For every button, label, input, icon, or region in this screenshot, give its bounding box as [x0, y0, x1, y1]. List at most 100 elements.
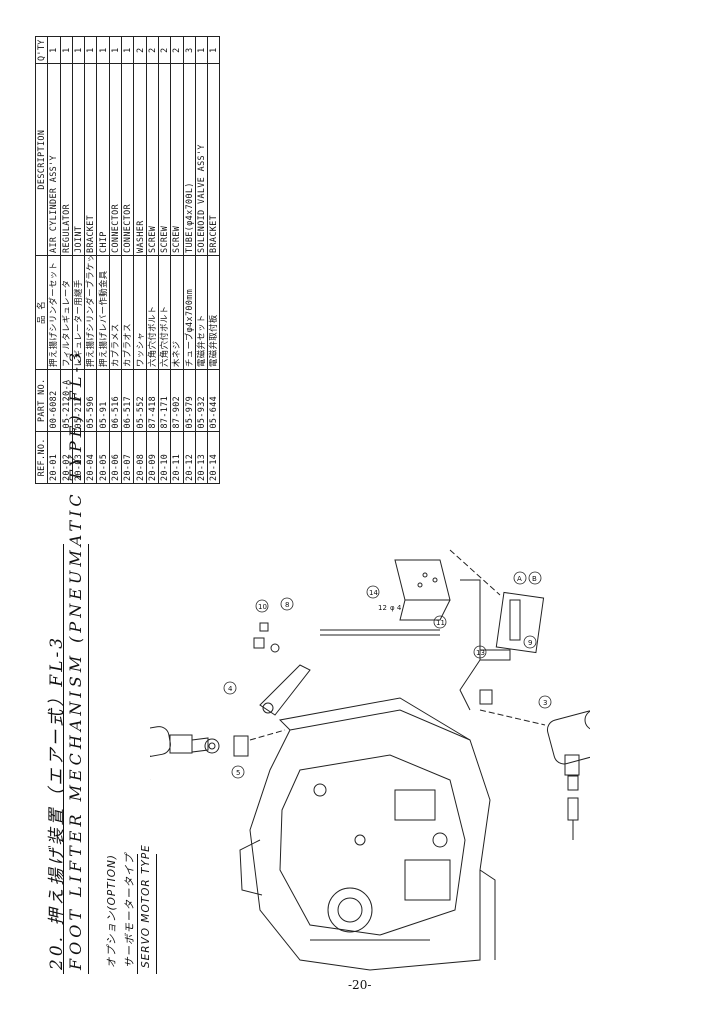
cell-description: JOINT — [72, 63, 85, 256]
svg-text:8: 8 — [285, 601, 289, 609]
title-rule — [63, 544, 64, 974]
svg-text:A: A — [517, 575, 522, 583]
assembly-guide-line — [479, 709, 546, 726]
cylinder-bracket — [259, 664, 311, 716]
callout-4: 4 — [223, 681, 237, 695]
svg-text:10: 10 — [258, 603, 267, 611]
callout-8: 8 — [280, 597, 294, 611]
servo-label-jp: サーボモータータイプ — [124, 853, 136, 968]
svg-text:3: 3 — [543, 699, 547, 707]
cell-description: REGULATOR — [60, 63, 73, 256]
header-qty: Q'TY — [35, 36, 48, 64]
section-title-en: FOOT LIFTER MECHANISM (PNEUMATIC TYPE) F… — [66, 348, 85, 970]
page-number: -20- — [348, 978, 372, 992]
cell-description: WASHER — [133, 63, 147, 256]
cell-qty: 2 — [170, 36, 184, 64]
cell-qty: 2 — [146, 36, 159, 64]
cell-ref-no: 20-06 — [109, 431, 122, 484]
cell-qty: 2 — [158, 36, 171, 64]
cell-description: TUBE(φ4x700L) — [183, 63, 196, 256]
cell-ref-no: 20-10 — [158, 431, 171, 484]
cell-ref-no: 20-04 — [84, 431, 97, 484]
cell-jp-name: 六角穴付ボルト — [146, 255, 159, 370]
cell-jp-name: カプラメス — [109, 255, 122, 370]
callout-11: 11 — [433, 615, 447, 629]
cell-ref-no: 20-12 — [183, 431, 196, 484]
cell-qty: 1 — [121, 36, 134, 64]
cell-part-no: 05-979 — [183, 369, 196, 432]
screws-and-washers — [253, 622, 280, 653]
svg-text:14: 14 — [369, 589, 378, 597]
cell-description: CONNECTOR — [109, 63, 122, 256]
cell-qty: 1 — [96, 36, 110, 64]
svg-text:12: 12 — [378, 604, 387, 612]
cell-description: CONNECTOR — [121, 63, 134, 256]
air-tube — [320, 579, 481, 711]
cell-part-no: 05-552 — [133, 369, 147, 432]
cell-qty: 1 — [195, 36, 208, 64]
valve-mounting-bracket — [394, 559, 451, 621]
cell-jp-name: 電磁弁取付板 — [207, 255, 220, 370]
callout-9: 9 — [523, 635, 537, 649]
cell-ref-no: 20-08 — [133, 431, 147, 484]
cell-jp-name: 木ネジ — [170, 255, 184, 370]
cell-jp-name: カプラオス — [121, 255, 134, 370]
cell-ref-no: 20-13 — [195, 431, 208, 484]
cell-part-no: 87-902 — [170, 369, 184, 432]
cell-part-no: 06-517 — [121, 369, 134, 432]
cell-qty: 2 — [133, 36, 147, 64]
svg-text:φ 4: φ 4 — [390, 604, 402, 612]
cell-qty: 1 — [109, 36, 122, 64]
parts-list-table-wrapper: REF.NO. PART NO. 品 名 DESCRIPTION Q'TY 20… — [35, 36, 220, 484]
cell-description: SCREW — [170, 63, 184, 256]
cell-qty: 1 — [84, 36, 97, 64]
cell-part-no: 06-516 — [109, 369, 122, 432]
cell-jp-name: 押え揚げシリンダーセット — [47, 255, 61, 370]
cell-qty: 1 — [207, 36, 220, 64]
header-jp-name: 品 名 — [35, 255, 48, 370]
cell-jp-name: 押え揚げレバー作動金具 — [96, 255, 110, 370]
cell-description: SOLENOID VALVE ASS'Y — [195, 63, 208, 256]
cell-jp-name: チューブφ4x700mm — [183, 255, 196, 370]
cell-description: SCREW — [146, 63, 159, 256]
cell-jp-name: 電磁弁セット — [195, 255, 208, 370]
cell-jp-name: 六角穴付ボルト — [158, 255, 171, 370]
callout-B: B — [528, 571, 542, 585]
header-description: DESCRIPTION — [35, 63, 48, 256]
assembly-guide-line — [449, 549, 501, 596]
cell-ref-no: 20-09 — [146, 431, 159, 484]
cell-ref-no: 20-14 — [207, 431, 220, 484]
callout-markers: 1 2 3 4 5 6 7 8 9 10 11 13 14 A B 12φ 4 — [223, 571, 552, 779]
svg-text:5: 5 — [236, 769, 240, 777]
cell-ref-no: 20-01 — [47, 431, 61, 484]
cell-part-no: 00-6082 — [47, 369, 61, 432]
callout-13: 13 — [473, 645, 487, 659]
cell-part-no: 05-932 — [195, 369, 208, 432]
cell-ref-no: 20-05 — [96, 431, 110, 484]
cell-qty: 3 — [183, 36, 196, 64]
cell-description: BRACKET — [84, 63, 97, 256]
svg-text:11: 11 — [436, 619, 445, 627]
regulator-joint — [479, 689, 493, 705]
title-rule — [137, 854, 138, 974]
header-part-no: PART NO. — [35, 369, 48, 432]
cell-qty: 1 — [60, 36, 73, 64]
cell-description: CHIP — [96, 63, 110, 256]
svg-text:9: 9 — [528, 639, 532, 647]
solenoid-valve — [479, 591, 545, 661]
cell-qty: 1 — [72, 36, 85, 64]
callout-5: 5 — [231, 765, 245, 779]
option-label: オプション(OPTION) — [106, 854, 118, 968]
cell-part-no: 05-91 — [96, 369, 110, 432]
